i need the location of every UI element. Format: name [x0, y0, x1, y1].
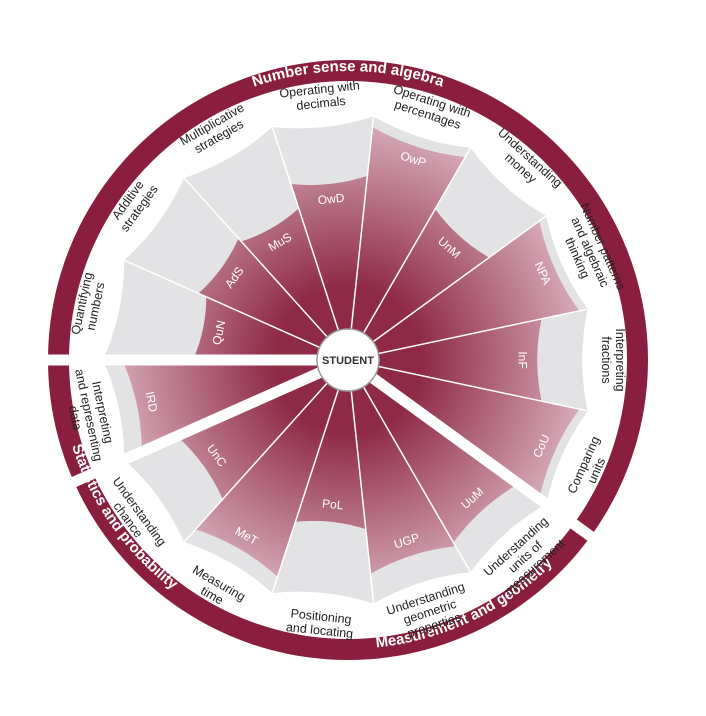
center-label: STUDENT: [322, 355, 374, 367]
segment-level-qun: [192, 296, 320, 360]
segment-divider: [362, 147, 472, 334]
segment-level-npa: [373, 221, 580, 354]
segment-divider: [183, 382, 328, 543]
segment-level-inf: [377, 318, 542, 402]
segment-level-uum: [363, 378, 519, 543]
segment-divider: [271, 126, 340, 331]
strand-gap-1: [369, 373, 598, 544]
segment-label-inf: Interpretingfractions: [599, 328, 627, 391]
segment-divider: [183, 177, 328, 338]
segment-level-ird: [122, 360, 320, 452]
segment-level-pol: [295, 389, 366, 530]
segment-level-mus: [241, 208, 339, 337]
segment-divider: [372, 215, 547, 343]
center-circle: [316, 328, 380, 392]
segment-divider: [271, 389, 340, 594]
segment-code-owd: OwD: [317, 191, 345, 208]
segment-divider: [350, 116, 375, 330]
segment-level-owd: [290, 175, 368, 331]
segment-level-unc: [176, 372, 328, 500]
center-hub: STUDENT: [316, 328, 380, 392]
segment-levels: [122, 126, 580, 577]
segment-level-met: [195, 383, 339, 577]
segment-divider: [123, 259, 320, 349]
segment-code-pol: PoL: [321, 496, 344, 512]
segment-divider: [362, 386, 472, 573]
segment-divider: [378, 308, 588, 355]
segment-label-owd: Operating withdecimals: [279, 78, 362, 114]
segment-label-pol: Positioningand locating: [285, 606, 355, 641]
segment-level-owp: [351, 126, 466, 334]
segment-level-ads: [198, 238, 328, 348]
segment-divider: [350, 390, 375, 604]
strand-gap-2: [68, 367, 322, 489]
segment-level-cou: [373, 366, 580, 499]
segment-level-unm: [363, 208, 490, 342]
segment-code-ird: IRD: [142, 390, 160, 413]
segment-level-ugp: [351, 386, 456, 574]
segment-code-qun: QuN: [210, 319, 229, 346]
strand-gaps: [44, 354, 598, 544]
segment-code-inf: InF: [516, 351, 530, 368]
segment-divider: [378, 365, 588, 412]
